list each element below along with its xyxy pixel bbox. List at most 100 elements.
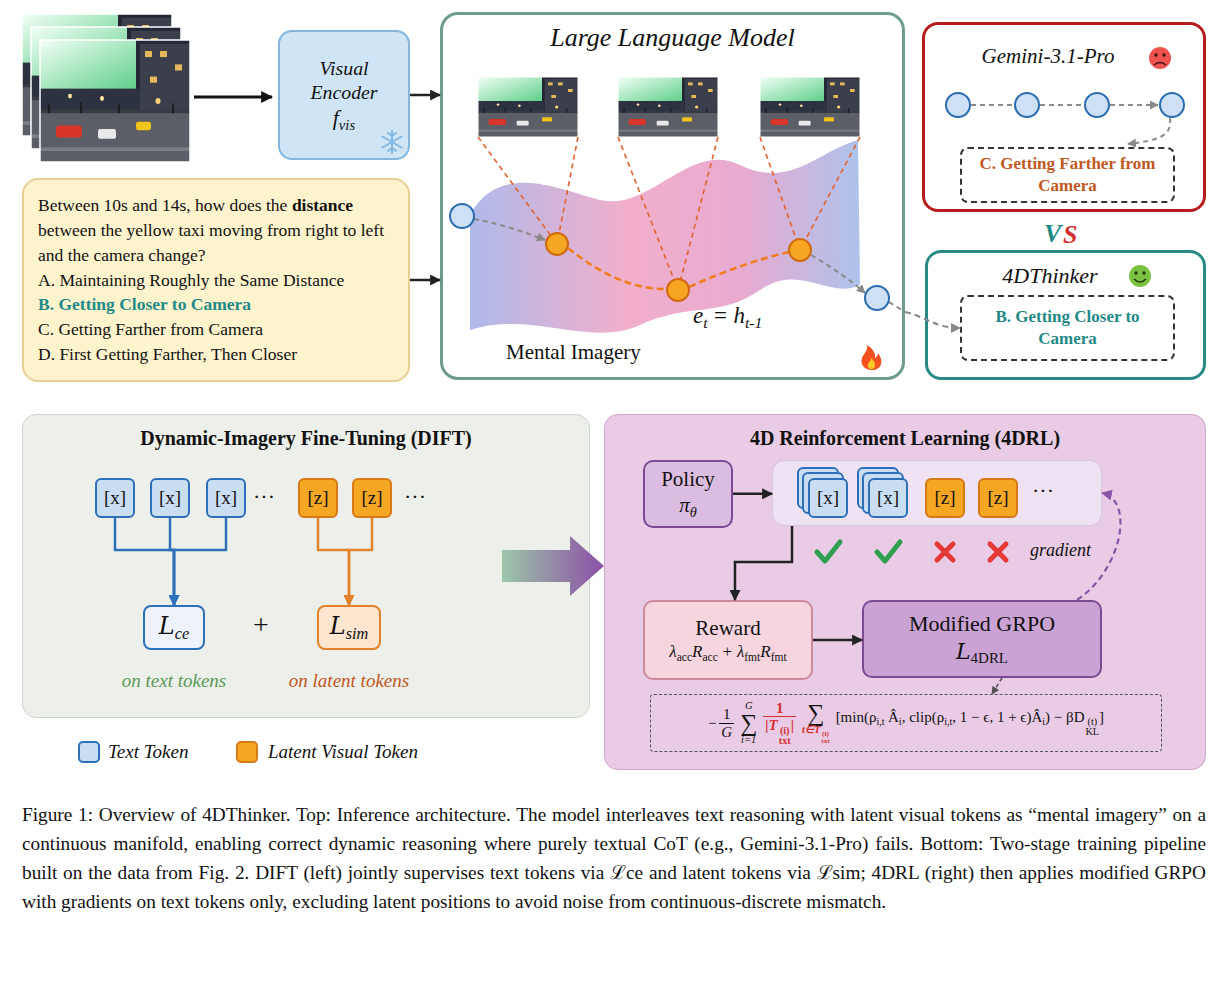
text: fmt [744,651,760,664]
formula-term: i [1042,716,1045,727]
text-line: B. Getting Closer to Camera [970,306,1165,350]
text-holder: 4D Reinforcement Learning (4DRL) [604,426,1206,450]
text: e [693,303,703,328]
text-line: [x] [215,486,237,510]
formula-script: (i)txt [779,726,791,746]
text-holder: gradient [1030,540,1091,562]
drawing-rect [618,77,718,137]
token-group: ···[x][x][z][z] [772,460,1102,526]
drawing-path [817,542,840,561]
text: on latent tokens [289,670,409,691]
formula-term: G [745,701,753,712]
question-box: Between 10s and 14s, how does thedistanc… [22,178,410,382]
node-illustration [440,12,905,380]
legend-swatch [78,741,100,763]
text: Policy [661,467,715,491]
text-line: Modified GRPO [909,610,1055,638]
text: Between 10s and 14s, how does the [38,195,287,215]
text: [z] [307,487,328,508]
token-box: [z] [925,478,965,518]
formula-sum: G∑i=1 [740,701,757,746]
drawing-g [40,40,190,162]
text: ··· [253,484,275,509]
text: distance [292,195,353,215]
text: sim [346,624,369,643]
drawing-use [40,40,190,162]
text-line: fvis [333,105,355,134]
text-line: [z] [361,486,382,510]
formula-term: , clip(ρ [902,709,944,725]
drawing-circle [865,286,889,310]
drawing-path [990,544,1006,560]
formula-term: G [721,724,732,740]
formula-box: −1GG∑i=11|T(i)txt|∑t∈T(i)txt[min(ρi,tÂi,… [650,694,1162,752]
text: L [330,612,346,640]
drawing-circle [946,93,970,117]
text-holder: Mental Imagery [506,340,641,365]
drawing-path [470,140,860,333]
text: λ [669,642,676,661]
formula-term: | [791,717,794,733]
text: t-1 [745,314,762,331]
token-box: [z] [298,478,338,518]
drawing-path [877,542,900,561]
drawing-path [1154,63,1166,66]
text-holder: on latent tokens [249,670,449,693]
token-box: [z] [352,478,392,518]
drawing-circle [1149,47,1171,69]
drawing-rect [40,40,190,162]
baseline-box: Gemini-3.1-ProC. Getting Farther from Ca… [922,22,1206,212]
text-holder: ··· [1032,478,1054,504]
text: Dynamic-Imagery Fine-Tuning (DIFT) [140,427,471,449]
text: C. Getting Farther from Camera [38,319,263,339]
drawing-rect [760,77,860,137]
drawing-use [478,77,578,137]
text: λ [737,642,744,661]
legend-entry: Latent Visual Token [268,742,418,761]
formula-term: − [708,715,716,732]
answer-box: B. Getting Closer to Camera [960,295,1175,361]
legend-text: Latent Visual Token [268,741,418,762]
text-line: B. Getting Closer to Camera [38,292,251,317]
text-line: L4DRL [956,638,1008,668]
text-line: λaccRacc+λfmtRfmt [669,641,787,665]
drawing-use [760,77,860,137]
drawing-path [383,131,402,153]
text-line: Reward [695,615,760,641]
drawing-path [388,133,396,151]
text: + [253,609,269,640]
formula-term: Â [888,709,899,725]
drawing-line [194,96,272,99]
formula-term: txt [821,738,829,745]
text: [x] [159,487,181,508]
text-line: Visual Encoder [288,56,400,105]
drawing-circle [1129,265,1151,287]
text-line: C. Getting Farther from Camera [970,153,1165,197]
text-line: πθ [679,492,697,521]
text: h [733,303,745,328]
drawing-g [383,131,402,153]
drawing-circle [1085,93,1109,117]
text: fmt [771,651,787,664]
token-box: [x] [150,478,190,518]
answer-box: C. Getting Farther from Camera [960,147,1175,203]
formula-term: , 1 − ϵ, 1 + ϵ) [952,709,1031,725]
formula-term: |T [765,717,777,733]
text-holder: V [1044,221,1061,247]
text: ce [175,624,189,643]
text-holder: S [1063,222,1077,248]
drawing-circle [667,279,689,301]
formula-fraction: 1G [719,706,734,740]
token-box: [x] [868,478,908,518]
text: B. Getting Closer to Camera [38,294,251,314]
drawing-circle [450,204,474,228]
text-line: [z] [987,486,1008,510]
formula-script: (t)KL [1086,717,1100,737]
drawing-g [478,137,860,290]
drawing-circle [1160,93,1184,117]
reward-box: RewardλaccRacc+λfmtRfmt [643,600,813,680]
formula-term: (t) [1086,717,1100,727]
formula-script: (i)txt [821,731,829,745]
text: [z] [987,487,1008,508]
formula-term: ) − βD [1045,709,1084,725]
